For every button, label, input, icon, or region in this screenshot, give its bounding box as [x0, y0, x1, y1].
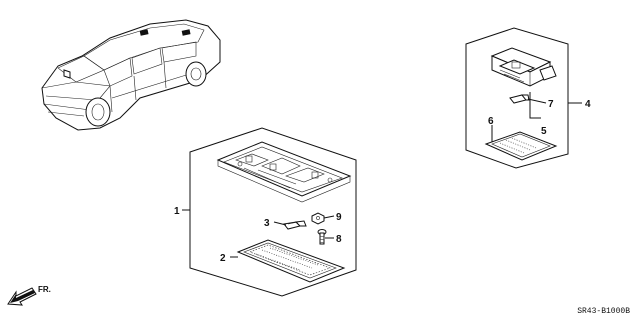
callout-5: 5 — [541, 126, 547, 137]
lens-cover — [236, 239, 346, 283]
leader-lines — [182, 92, 582, 258]
map-lamp-unit — [490, 47, 557, 87]
callout-8: 8 — [336, 234, 342, 245]
roof-lamp-marker-icon — [139, 29, 149, 36]
callout-2: 2 — [220, 253, 226, 264]
callout-6: 6 — [488, 116, 494, 127]
vehicle-illustration — [41, 19, 221, 131]
direction-label: FR. — [38, 285, 51, 294]
lamp-housing — [216, 141, 352, 203]
nut-icon — [311, 212, 325, 225]
callout-7: 7 — [548, 99, 554, 110]
callout-1: 1 — [174, 206, 180, 217]
small-bulb-icon — [509, 94, 530, 104]
roof-lamp-marker-icon — [181, 29, 191, 36]
screw-icon — [317, 229, 327, 245]
front-direction-arrow-icon — [7, 287, 37, 306]
callout-4: 4 — [585, 99, 591, 110]
callout-3: 3 — [264, 218, 270, 229]
callout-9: 9 — [336, 212, 342, 223]
assembly-box-1 — [189, 127, 357, 297]
map-lamp-lens — [484, 131, 558, 161]
assembly-box-4 — [465, 27, 569, 169]
diagram-code: SR43-B1000B — [577, 307, 630, 316]
bulb-icon — [283, 220, 307, 230]
